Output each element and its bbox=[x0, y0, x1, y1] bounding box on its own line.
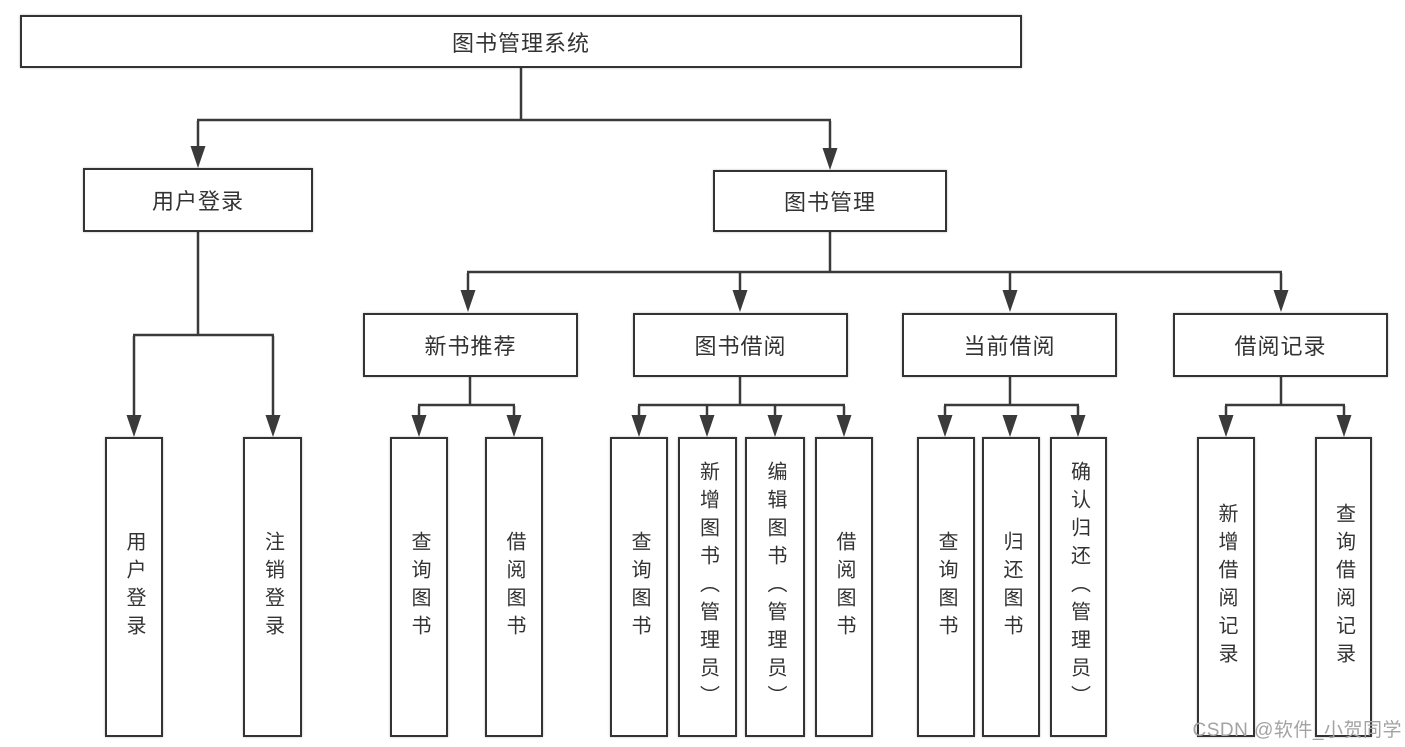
leaf-query-borrow-record: 查询借阅记录 bbox=[1315, 437, 1372, 737]
node-root: 图书管理系统 bbox=[20, 15, 1022, 68]
leaf-user-login: 用户登录 bbox=[105, 437, 163, 737]
leaf-query-books-recommend: 查询图书 bbox=[390, 437, 448, 737]
leaf-add-books-admin-label: 新增图书（管理员） bbox=[696, 461, 719, 713]
node-new-book-recommend: 新书推荐 bbox=[363, 313, 578, 377]
leaf-edit-books-admin: 编辑图书（管理员） bbox=[745, 437, 805, 737]
leaf-return-books-label: 归还图书 bbox=[1000, 531, 1022, 643]
csdn-watermark: CSDN @软件_小贺同学 bbox=[1192, 720, 1402, 741]
leaf-logout: 注销登录 bbox=[243, 437, 302, 737]
leaf-borrow-books-recommend: 借阅图书 bbox=[485, 437, 543, 737]
node-book-management: 图书管理 bbox=[713, 170, 947, 232]
leaf-edit-books-admin-label: 编辑图书（管理员） bbox=[764, 461, 786, 713]
node-book-management-label: 图书管理 bbox=[783, 190, 876, 215]
leaf-query-books-current: 查询图书 bbox=[917, 437, 975, 737]
node-user-login-label: 用户登录 bbox=[151, 189, 244, 214]
node-book-borrow-label: 图书借阅 bbox=[694, 334, 787, 359]
node-current-borrow: 当前借阅 bbox=[902, 313, 1117, 377]
node-user-login: 用户登录 bbox=[83, 168, 313, 232]
node-borrow-records-label: 借阅记录 bbox=[1234, 334, 1327, 359]
leaf-confirm-return-admin: 确认归还（管理员） bbox=[1050, 437, 1107, 737]
node-current-borrow-label: 当前借阅 bbox=[963, 334, 1056, 359]
node-borrow-records: 借阅记录 bbox=[1173, 313, 1388, 377]
leaf-add-borrow-record-label: 新增借阅记录 bbox=[1215, 503, 1237, 671]
node-root-label: 图书管理系统 bbox=[451, 30, 590, 56]
leaf-query-books-current-label: 查询图书 bbox=[935, 531, 957, 643]
leaf-borrow-books-label: 借阅图书 bbox=[833, 531, 855, 643]
leaf-query-books-borrow-label: 查询图书 bbox=[628, 531, 650, 643]
leaf-user-login-label: 用户登录 bbox=[123, 531, 145, 643]
leaf-borrow-books-recommend-label: 借阅图书 bbox=[503, 531, 525, 643]
leaf-query-books-borrow: 查询图书 bbox=[610, 437, 668, 737]
leaf-return-books: 归还图书 bbox=[982, 437, 1040, 737]
node-book-borrow: 图书借阅 bbox=[633, 313, 848, 377]
leaf-query-borrow-record-label: 查询借阅记录 bbox=[1332, 503, 1355, 671]
leaf-logout-label: 注销登录 bbox=[261, 531, 284, 643]
leaf-add-books-admin: 新增图书（管理员） bbox=[678, 437, 737, 737]
leaf-add-borrow-record: 新增借阅记录 bbox=[1197, 437, 1255, 737]
leaf-confirm-return-admin-label: 确认归还（管理员） bbox=[1067, 461, 1090, 713]
leaf-query-books-recommend-label: 查询图书 bbox=[408, 531, 430, 643]
leaf-borrow-books: 借阅图书 bbox=[815, 437, 873, 737]
node-new-book-recommend-label: 新书推荐 bbox=[424, 334, 517, 359]
